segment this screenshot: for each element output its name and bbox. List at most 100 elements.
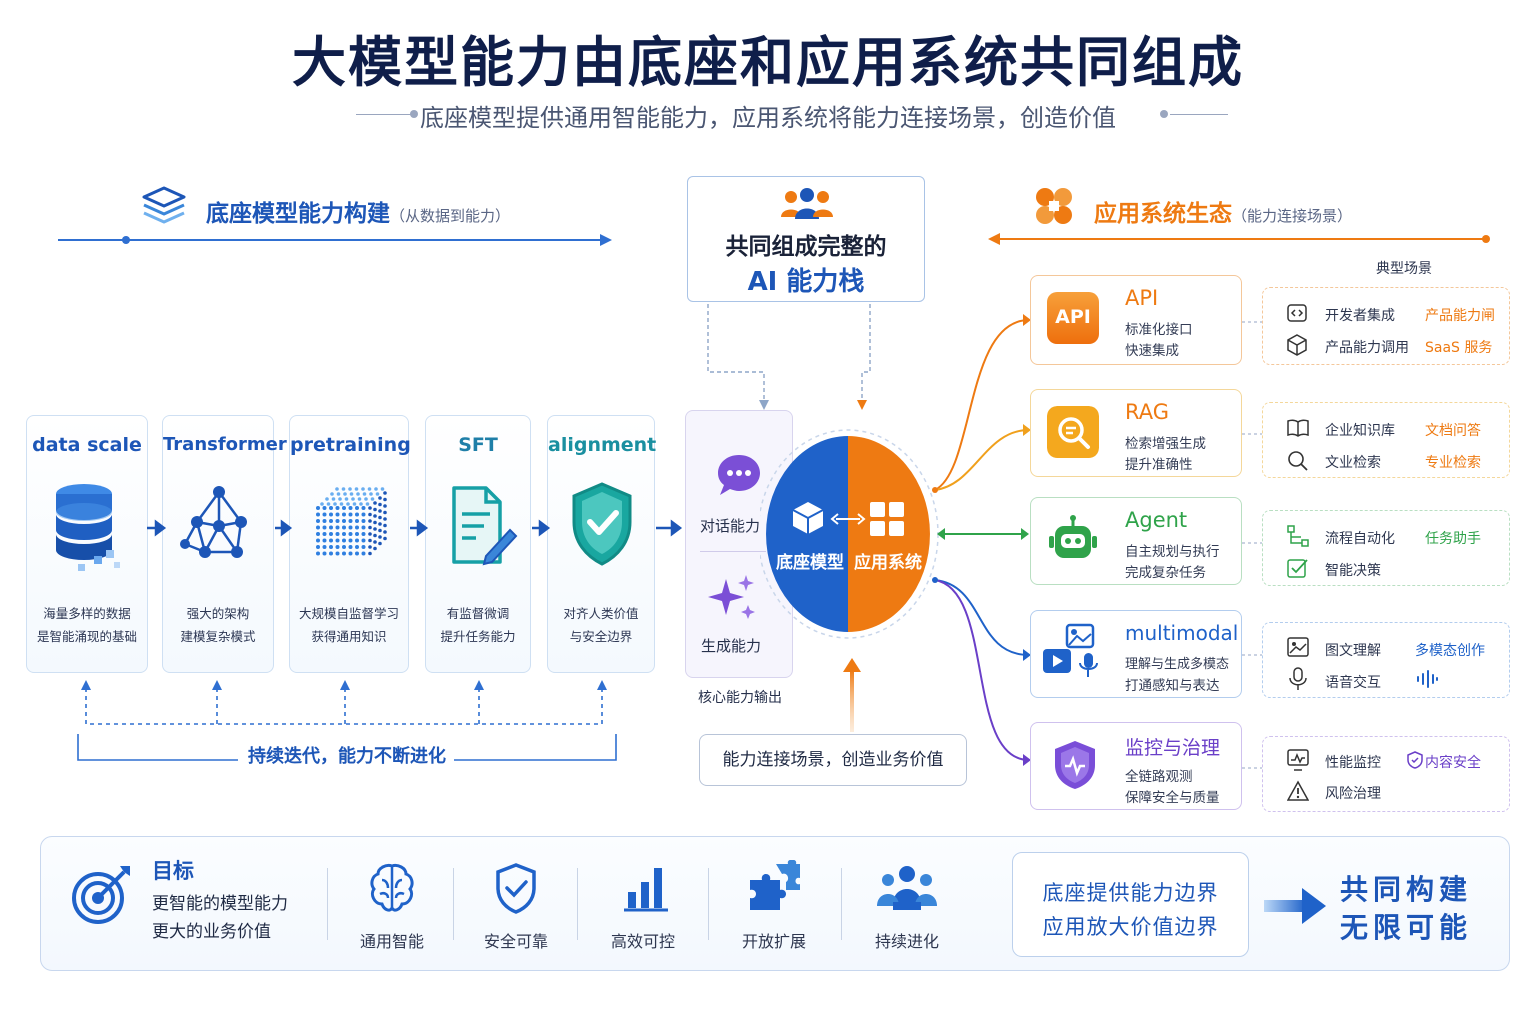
microphone-icon xyxy=(1289,667,1307,690)
stage-desc: 海量多样的数据是智能涌现的基础 xyxy=(27,602,147,648)
app-desc-line2: 保障安全与质量 xyxy=(1125,790,1220,806)
shield-monitor-icon xyxy=(1055,741,1095,789)
scene-box-agent: 流程自动化 任务助手 智能决策 xyxy=(1262,510,1510,586)
ai-stack-line2: AI 能力栈 xyxy=(747,267,865,297)
image-icon xyxy=(1287,637,1309,657)
scene-accent: 任务助手 xyxy=(1425,531,1481,547)
chat-bubble-icon xyxy=(718,455,760,495)
scene-accent: 专业检索 xyxy=(1425,455,1481,471)
scene-accent: SaaS 服务 xyxy=(1425,340,1493,356)
app-system-label: 应用系统 xyxy=(854,553,922,573)
book-icon xyxy=(1287,419,1309,437)
app-desc-line2: 打通感知与表达 xyxy=(1125,678,1220,694)
team-icon xyxy=(781,188,833,219)
left-section-arrow xyxy=(58,234,612,246)
scene-accent: 产品能力闸 xyxy=(1425,308,1495,324)
core-item-generation: 生成能力 xyxy=(700,637,761,655)
scene-accent: 文档问答 xyxy=(1425,423,1481,439)
scene-label: 流程自动化 xyxy=(1325,531,1395,547)
goal-divider xyxy=(841,868,842,940)
checkbox-icon xyxy=(1287,559,1308,578)
connect-scene-box: 能力连接场景，创造业务价值 xyxy=(699,734,967,786)
app-connectors xyxy=(932,314,1031,766)
app-desc-line2: 快速集成 xyxy=(1125,343,1179,359)
stage-desc: 强大的架构建模复杂模式 xyxy=(163,602,273,648)
robot-icon xyxy=(1049,515,1097,558)
app-grid-icon xyxy=(1036,188,1072,224)
base-model-label: 底座模型 xyxy=(776,553,844,573)
goal-title: 目标 xyxy=(152,859,194,883)
stage-card-sft: SFT 有监督微调提升任务能力 xyxy=(425,415,531,673)
page-title: 大模型能力由底座和应用系统共同组成 xyxy=(292,31,1244,94)
shield-small-icon xyxy=(1407,751,1423,769)
goal-divider xyxy=(708,868,709,940)
app-scene-links xyxy=(1242,321,1262,769)
scene-accent: 多模态创作 xyxy=(1415,643,1485,659)
app-card-rag: RAG 检索增强生成 提升准确性 xyxy=(1030,389,1242,477)
left-section-title-text: 底座模型能力构建 xyxy=(206,201,390,227)
scene-box-governance: 性能监控 内容安全 风险治理 xyxy=(1262,736,1510,812)
stage-card-pretraining: pretraining 大规模自监督学习获得通用知识 xyxy=(289,415,411,673)
puzzle-icon xyxy=(750,860,800,910)
subtitle-divider-right xyxy=(1170,114,1228,115)
stage-desc-line2: 提升任务能力 xyxy=(440,629,516,644)
stage-desc-line2: 建模复杂模式 xyxy=(180,629,256,644)
stage-desc-line1: 海量多样的数据 xyxy=(43,606,131,621)
app-desc-line1: 理解与生成多模态 xyxy=(1125,657,1230,672)
database-icon xyxy=(56,484,120,571)
scene-label: 性能监控 xyxy=(1325,755,1381,771)
scene-label: 智能决策 xyxy=(1325,563,1381,579)
shield-check-icon xyxy=(572,482,632,566)
scenes-header: 典型场景 xyxy=(1376,261,1432,277)
app-desc-line1: 自主规划与执行 xyxy=(1125,544,1220,560)
scene-box-api: 开发者集成 产品能力闸 产品能力调用 SaaS 服务 xyxy=(1262,287,1510,365)
stage-flow-arrows xyxy=(147,519,683,537)
shield-check-icon xyxy=(496,863,536,914)
goal-line2: 更大的业务价值 xyxy=(152,922,271,942)
stage-name: data scale xyxy=(32,434,142,456)
stage-card-transformer: Transformer 强大的架构建模复杂模式 xyxy=(162,415,287,673)
ai-stack-line1: 共同组成完整的 xyxy=(725,234,887,260)
goal-value-general: 通用智能 xyxy=(359,932,424,951)
app-name: multimodal xyxy=(1125,621,1239,645)
warning-icon xyxy=(1287,780,1309,801)
app-desc-line1: 标准化接口 xyxy=(1125,322,1193,338)
goal-line1: 更智能的模型能力 xyxy=(152,894,288,914)
app-name: 监控与治理 xyxy=(1125,737,1221,759)
core-item-chat: 对话能力 xyxy=(699,517,760,535)
iteration-loop-lines xyxy=(77,680,617,761)
stage-name: alignment xyxy=(548,434,657,456)
target-icon xyxy=(72,866,130,924)
document-edit-icon xyxy=(452,486,518,566)
goal-divider xyxy=(577,868,578,940)
app-name: Agent xyxy=(1125,508,1188,532)
stack-connector-lines xyxy=(707,304,871,410)
scene-label: 开发者集成 xyxy=(1325,308,1395,324)
boundary-box: 底座提供能力边界 应用放大价值边界 xyxy=(1012,852,1249,957)
right-section-title-text: 应用系统生态 xyxy=(1094,201,1232,227)
app-desc-line1: 检索增强生成 xyxy=(1125,436,1206,452)
subtitle-divider-dot-right xyxy=(1160,110,1168,118)
core-ability-panel: 对话能力 生成能力 xyxy=(685,410,793,678)
stage-desc-line2: 与安全边界 xyxy=(569,629,633,644)
goal-value-open: 开放扩展 xyxy=(741,932,806,951)
stage-card-alignment: alignment 对齐人类价值与安全边界 xyxy=(547,415,657,673)
stage-desc-line2: 获得通用知识 xyxy=(311,629,387,644)
scene-label: 风险治理 xyxy=(1325,786,1381,802)
stage-desc: 大规模自监督学习获得通用知识 xyxy=(290,602,408,648)
goal-value-safe: 安全可靠 xyxy=(483,932,548,951)
core-caption: 核心能力输出 xyxy=(698,690,782,706)
multimodal-icon xyxy=(1043,623,1098,677)
base-app-circle xyxy=(760,429,939,639)
api-logo-icon: API xyxy=(1047,292,1099,344)
app-desc-line2: 提升准确性 xyxy=(1125,457,1193,473)
scene-box-rag: 企业知识库 文档问答 文业检索 专业检索 xyxy=(1262,402,1510,478)
stage-name: pretraining xyxy=(290,434,411,456)
stage-name: SFT xyxy=(458,434,498,456)
scene-label: 文业检索 xyxy=(1325,455,1381,471)
scene-accent: 内容安全 xyxy=(1425,755,1481,771)
ai-stack-box: 共同组成完整的 AI 能力栈 xyxy=(687,176,925,302)
search-icon xyxy=(1288,451,1308,471)
team-icon xyxy=(877,866,937,910)
up-arrow xyxy=(843,658,861,732)
